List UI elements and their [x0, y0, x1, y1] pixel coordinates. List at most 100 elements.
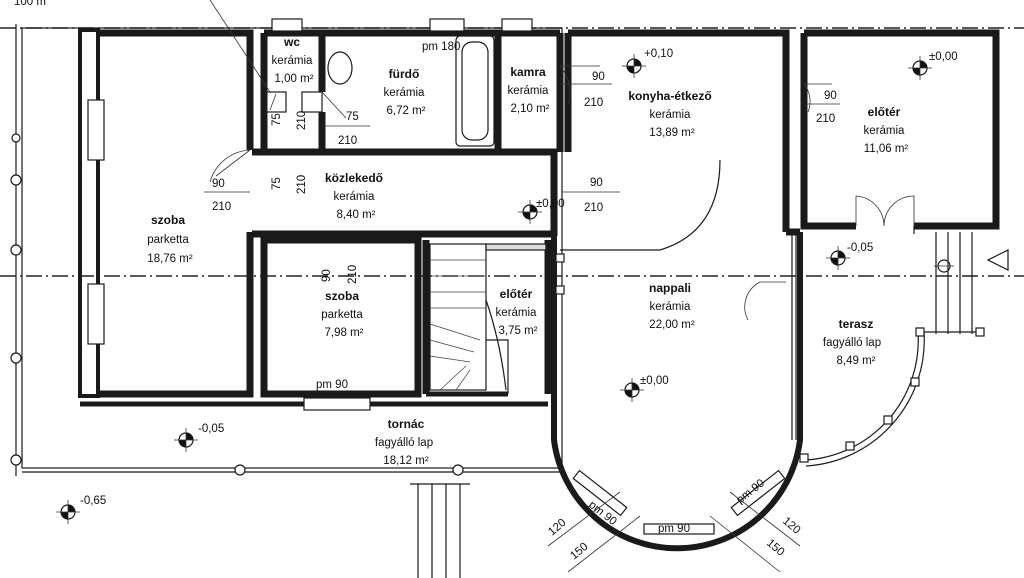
window-wc [271, 18, 303, 32]
dim-wc-210: 210 [296, 111, 308, 130]
walls [78, 28, 1000, 552]
dim-eloter-90: 90 [824, 90, 837, 102]
level-marker-icon [56, 500, 80, 524]
room-konyha-material: kerámia [650, 109, 692, 121]
room-eloter-mid-name: előtér [500, 287, 533, 301]
room-eloter-right-area: 11,06 m² [864, 143, 909, 155]
dim-kamra-90: 90 [592, 71, 605, 83]
dim-120-left: 120 [546, 517, 568, 539]
dim-kozl-75: 75 [271, 177, 283, 190]
stairs [429, 243, 547, 394]
room-furdo-area: 6,72 m² [387, 105, 426, 117]
room-tornac-area: 18,12 m² [383, 455, 429, 467]
room-wc-material: kerámia [272, 55, 314, 67]
partial-dim-top: 100 m [14, 0, 46, 8]
dim-wc-75: 75 [271, 113, 283, 126]
porch-post [10, 244, 22, 256]
dim-pm180: pm 180 [422, 41, 460, 53]
dim-kamra-210: 210 [584, 97, 603, 109]
bathtub [455, 35, 495, 147]
dim-pm90-bay-mid: pm 90 [658, 523, 690, 535]
window-bay-right [730, 469, 786, 517]
room-wc-area: 1,00 m² [275, 73, 314, 85]
level-marker-icon [174, 428, 198, 452]
dim-szoba-90: 90 [212, 178, 225, 190]
room-kozlekedo-name: közlekedő [325, 171, 383, 185]
level-nappali: ±0,00 [640, 375, 669, 387]
room-nappali-name: nappali [649, 281, 691, 295]
level-marker-icon [518, 200, 542, 224]
room-szoba-mid-area: 7,98 m² [325, 327, 364, 339]
dim-eloter-210: 210 [816, 113, 835, 125]
room-tornac-name: tornác [388, 417, 425, 431]
dim-szoba2-210: 210 [347, 265, 359, 284]
dim-150-right: 150 [764, 537, 786, 559]
window-szoba-left-bottom [87, 283, 105, 345]
room-konyha-area: 13,89 m² [649, 127, 695, 139]
room-szoba-left-name: szoba [151, 213, 185, 227]
dim-szoba2-90: 90 [321, 269, 333, 282]
room-kozlekedo-area: 8,40 m² [337, 209, 376, 221]
fixtures [265, 35, 495, 147]
room-kamra-material: kerámia [508, 85, 550, 97]
level-kozlekedo: ±0,00 [536, 198, 565, 210]
room-labels: wc kerámia 1,00 m² fürdő kerámia 6,72 m²… [147, 35, 908, 467]
window-kamra [501, 18, 533, 32]
room-kamra-area: 2,10 m² [511, 103, 550, 115]
toilet [327, 51, 353, 85]
window-bay-left [572, 469, 628, 517]
dim-furdo-210: 210 [338, 135, 357, 147]
level-konyha: +0,10 [644, 48, 673, 60]
room-szoba-mid-material: parketta [321, 309, 363, 321]
level-marker-icon [908, 56, 932, 80]
room-szoba-mid-name: szoba [325, 289, 359, 303]
room-terasz-name: terasz [839, 317, 874, 331]
dim-kozl-210: 210 [296, 175, 308, 194]
room-eloter-mid-material: kerámia [496, 307, 538, 319]
level-tornac: -0,05 [198, 423, 224, 435]
window-furdo [429, 18, 465, 32]
level-marker-icon [622, 54, 646, 78]
level-outside: -0,65 [80, 495, 106, 507]
room-wc-name: wc [283, 35, 300, 49]
window-szoba [303, 397, 371, 411]
dim-furdo-75: 75 [346, 111, 359, 123]
dim-szoba-210: 210 [212, 201, 231, 213]
dim-nappali-90: 90 [590, 177, 603, 189]
level-marker-icon [934, 259, 954, 273]
level-terasz: -0,05 [847, 242, 873, 254]
dim-150-left: 150 [568, 541, 590, 563]
room-terasz-material: fagyálló lap [823, 337, 881, 349]
room-tornac-material: fagyálló lap [375, 437, 433, 449]
dim-nappali-210: 210 [584, 202, 603, 214]
room-furdo-name: fürdő [389, 67, 420, 81]
terasz-outline [791, 226, 1009, 467]
room-furdo-material: kerámia [384, 87, 426, 99]
dim-pm90-szoba: pm 90 [316, 379, 348, 391]
column [555, 285, 565, 295]
porch-post [452, 464, 464, 476]
room-szoba-left-area: 18,76 m² [147, 253, 193, 265]
porch-post [11, 133, 21, 143]
room-nappali-material: kerámia [650, 301, 692, 313]
porch-post [10, 454, 22, 466]
room-konyha-name: konyha-étkező [628, 89, 711, 103]
level-marker-icon [620, 378, 644, 402]
column [555, 253, 565, 263]
porch-post [234, 464, 246, 476]
level-marker-icon [826, 246, 850, 270]
porch-post [10, 174, 22, 186]
room-nappali-area: 22,00 m² [649, 319, 695, 331]
room-kozlekedo-material: kerámia [334, 191, 376, 203]
room-terasz-area: 8,49 m² [837, 355, 876, 367]
room-eloter-right-material: kerámia [864, 125, 906, 137]
level-markers: +0,10 ±0,00 ±0,00 -0,05 ±0,00 -0,05 -0,6… [56, 48, 958, 524]
room-eloter-right-name: előtér [868, 105, 901, 119]
window-szoba-left-top [87, 99, 105, 161]
room-eloter-mid-area: 3,75 m² [499, 325, 538, 337]
porch-post [10, 352, 22, 364]
windows [87, 18, 786, 535]
room-szoba-left-material: parketta [147, 234, 189, 246]
window-bay-mid [643, 523, 715, 535]
